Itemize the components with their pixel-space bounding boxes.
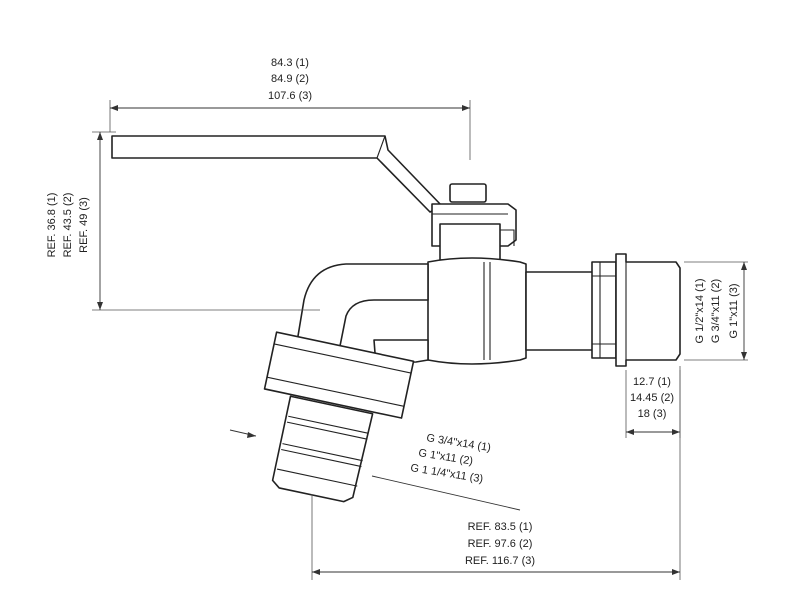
inlet-length-labels: 12.7 (1) 14.45 (2) 18 (3) bbox=[630, 376, 674, 420]
inlet-thread-label-1: G 1/2"x14 (1) bbox=[694, 278, 706, 343]
valve-center bbox=[427, 257, 527, 365]
inlet-thread bbox=[615, 253, 681, 367]
ball-valve-body bbox=[111, 135, 681, 503]
lever-handle bbox=[111, 135, 443, 213]
top-length-label-2: 84.9 (2) bbox=[271, 73, 309, 85]
inlet-hex-nut bbox=[591, 261, 617, 359]
left-height-label-2: REF. 43.5 (2) bbox=[62, 193, 74, 258]
outlet-thread-label-3: G 1 1/4"x11 (3) bbox=[410, 462, 484, 485]
bottom-length-label-2: REF. 97.6 (2) bbox=[468, 538, 533, 550]
inlet-thread-label-2: G 3/4"x11 (2) bbox=[710, 279, 722, 343]
left-height-label-3: REF. 49 (3) bbox=[78, 197, 90, 253]
bottom-length-label-3: REF. 116.7 (3) bbox=[465, 555, 535, 567]
outlet-thread-labels: G 3/4"x14 (1) G 1"x11 (2) G 1 1/4"x11 (3… bbox=[410, 432, 492, 485]
outlet-nut bbox=[263, 331, 415, 419]
bottom-length-label-1: REF. 83.5 (1) bbox=[468, 521, 533, 533]
left-height-label-1: REF. 36.8 (1) bbox=[46, 193, 58, 258]
inlet-length-label-3: 18 (3) bbox=[638, 408, 667, 420]
inlet-thread-labels: G 1/2"x14 (1) G 3/4"x11 (2) G 1"x11 (3) bbox=[694, 278, 740, 343]
bottom-length-labels: REF. 83.5 (1) REF. 97.6 (2) REF. 116.7 (… bbox=[465, 521, 535, 567]
bonnet bbox=[439, 223, 515, 261]
top-length-label-3: 107.6 (3) bbox=[268, 90, 312, 102]
inlet-length-label-1: 12.7 (1) bbox=[633, 376, 671, 388]
left-height-labels: REF. 36.8 (1) REF. 43.5 (2) REF. 49 (3) bbox=[46, 193, 90, 258]
top-length-labels: 84.3 (1) 84.9 (2) 107.6 (3) bbox=[268, 57, 312, 102]
inlet-pipe bbox=[525, 271, 595, 351]
top-length-label-1: 84.3 (1) bbox=[271, 57, 309, 69]
dimension-lines bbox=[92, 100, 748, 580]
inlet-thread-label-3: G 1"x11 (3) bbox=[728, 283, 740, 338]
hose-tail bbox=[271, 395, 374, 503]
inlet-length-label-2: 14.45 (2) bbox=[630, 392, 674, 404]
